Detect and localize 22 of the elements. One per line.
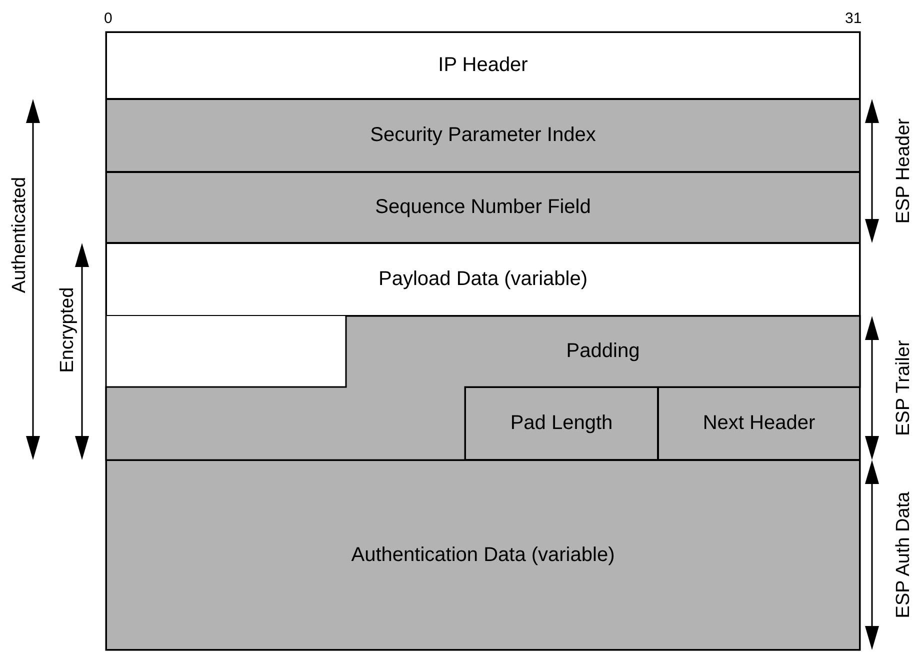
- packet-field: [106, 172, 860, 243]
- packet-field: [106, 32, 860, 99]
- section-label: Authenticated: [9, 176, 31, 294]
- packet-field: [106, 460, 860, 650]
- field-label: Next Header: [702, 412, 816, 435]
- packet-field: [465, 387, 658, 460]
- bit-index: 31: [845, 10, 862, 27]
- field-label: IP Header: [438, 54, 528, 77]
- packet-field: [106, 99, 860, 172]
- packet-field: [658, 387, 860, 460]
- field-label: Sequence Number Field: [375, 196, 591, 219]
- bit-index: 0: [104, 10, 112, 27]
- field-label: Pad Length: [510, 412, 613, 435]
- field-label: Security Parameter Index: [370, 124, 596, 147]
- packet-field: [106, 243, 860, 316]
- section-label: ESP Auth Data: [893, 492, 915, 618]
- section-label: Encrypted: [57, 287, 79, 373]
- section-label: ESP Trailer: [893, 340, 915, 436]
- field-label: Authentication Data (variable): [351, 544, 615, 566]
- field-label: Payload Data (variable): [378, 268, 588, 291]
- section-label: ESP Header: [893, 118, 915, 224]
- field-label: Padding: [566, 340, 640, 363]
